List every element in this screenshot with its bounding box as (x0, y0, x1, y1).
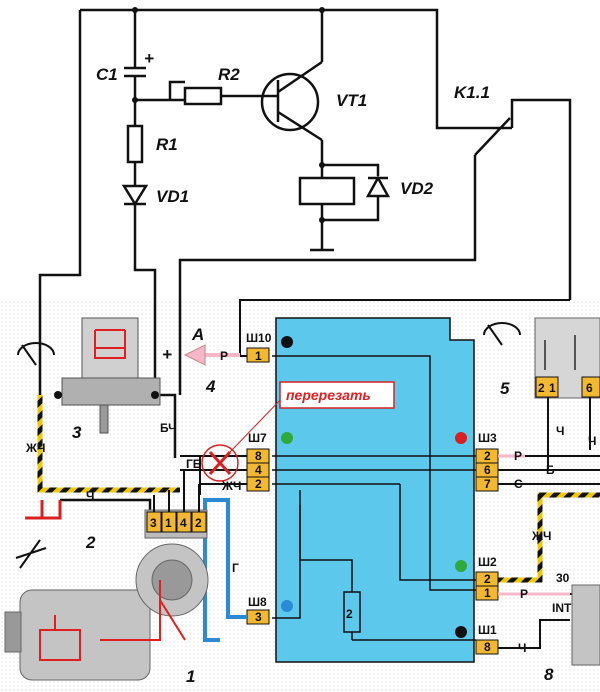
label-p-a: Р (220, 349, 228, 363)
pin-motor-4: 4 (180, 516, 187, 530)
timer-schematic (38, 8, 572, 395)
conn-sh8: Ш8 (248, 595, 267, 609)
conn-sh10: Ш10 (246, 331, 272, 345)
label-zhch-left: ЖЧ (25, 441, 45, 455)
pin-motor-2: 2 (195, 516, 202, 530)
label-plus-a: + (162, 345, 172, 364)
label-8: 8 (544, 665, 554, 684)
resistor-2 (343, 591, 361, 633)
label-ch-5b: Ч (588, 434, 596, 448)
label-4: 4 (205, 377, 216, 396)
wiper-motor (4, 509, 209, 681)
washer-motor (61, 317, 161, 434)
pin-switch-1: 1 (549, 381, 556, 395)
label-5: 5 (500, 379, 510, 398)
labels: C1 + R2 VT1 R1 VD1 VD2 K1.1 A + Р 3 4 5 … (25, 49, 596, 686)
pin-sh2-1: 1 (484, 586, 491, 600)
pin-sh3-2: 2 (484, 449, 491, 463)
pin-motor-3: 3 (150, 516, 157, 530)
pin-sh1-8: 8 (484, 640, 491, 654)
wiper-icon-bottom (15, 539, 47, 569)
label-bch: БЧ (160, 421, 177, 435)
pin-sh7-4: 4 (255, 463, 262, 477)
part-8 (571, 584, 600, 666)
label-zhch-mid: ЖЧ (221, 479, 241, 493)
label-ch-left: Ч (86, 489, 94, 503)
cut-box (279, 381, 395, 409)
pin-sh10-1: 1 (255, 349, 262, 363)
label-1: 1 (186, 667, 195, 686)
label-int: INT (552, 601, 572, 615)
label-a: A (191, 325, 204, 344)
label-zhch-right: ЖЧ (531, 529, 551, 543)
pin-switch-6: 6 (586, 381, 593, 395)
label-30: 30 (556, 571, 570, 585)
label-r2: R2 (218, 65, 240, 84)
pin-numbers: 1 8 4 2 3 2 6 7 2 1 8 3 1 4 2 2 1 6 (150, 349, 593, 654)
pin-sh7-8: 8 (255, 449, 262, 463)
pin-sh2-2: 2 (484, 572, 491, 586)
label-vd2: VD2 (400, 179, 434, 198)
label-r1: R1 (156, 135, 178, 154)
label-plus: + (144, 49, 154, 68)
label-ch-5a: Ч (556, 424, 564, 438)
conn-sh7: Ш7 (248, 431, 267, 445)
pin-motor-1: 1 (165, 516, 172, 530)
conn-sh1: Ш1 (478, 623, 497, 637)
module-pins (246, 347, 499, 655)
conn-sh2: Ш2 (478, 555, 497, 569)
label-b-w6: Б (546, 463, 555, 477)
label-3: 3 (72, 423, 82, 442)
conn-sh3: Ш3 (478, 431, 497, 445)
label-r-w1: Р (520, 587, 528, 601)
switch-5 (534, 317, 600, 399)
label-k11: K1.1 (454, 83, 490, 102)
label-resistor-2: 2 (346, 607, 353, 621)
label-ch-w8: Ч (518, 641, 526, 655)
label-cut: перерезать (286, 387, 371, 403)
label-vd1: VD1 (156, 187, 189, 206)
label-c-w7: С (514, 477, 523, 491)
pin-sh8-3: 3 (255, 610, 262, 624)
connector-names: Ш10 Ш7 Ш8 Ш3 Ш2 Ш1 (246, 331, 497, 637)
label-vt1: VT1 (336, 91, 367, 110)
pin-sh7-2: 2 (255, 477, 262, 491)
pin-sh3-7: 7 (484, 477, 491, 491)
wiper-icon-left (17, 342, 55, 366)
pin-switch-2: 2 (538, 381, 545, 395)
label-r-w3: Р (514, 449, 522, 463)
pin-sh3-6: 6 (484, 463, 491, 477)
label-c1: C1 (96, 65, 118, 84)
label-gb: ГБ (186, 457, 202, 471)
control-module (275, 317, 475, 663)
wiper-icon-right (483, 322, 521, 346)
label-g: Г (232, 561, 239, 575)
label-2: 2 (85, 533, 96, 552)
